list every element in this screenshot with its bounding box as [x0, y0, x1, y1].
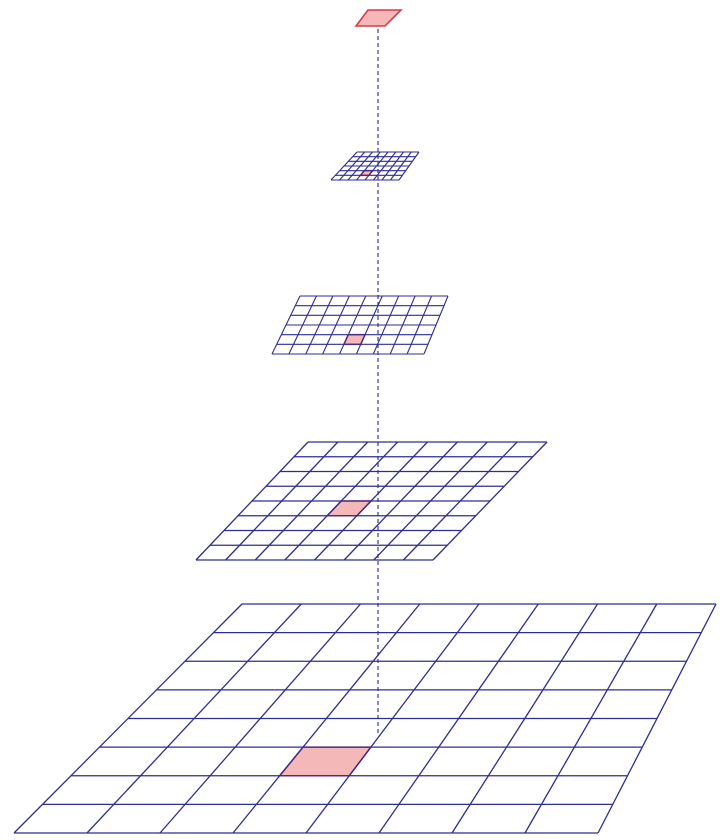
grid-col-line — [288, 295, 317, 355]
grid-col-line — [232, 603, 421, 834]
grid-col-line — [330, 151, 358, 181]
grid-lines — [13, 603, 717, 834]
grid-col-line — [389, 295, 416, 355]
grid-lines — [271, 295, 449, 355]
grid-col-line — [339, 151, 366, 181]
grid-col-line — [284, 441, 399, 561]
grid-layers — [13, 9, 717, 834]
grid-col-line — [86, 603, 302, 834]
layer-bottom — [13, 603, 717, 834]
grid-lines — [330, 151, 420, 181]
highlight-cell — [354, 9, 403, 27]
grid-col-line — [314, 441, 428, 561]
grid-col-line — [378, 603, 539, 834]
grid-col-line — [406, 295, 433, 355]
grid-col-line — [355, 295, 383, 355]
grid-col-line — [225, 441, 339, 561]
grid-col-line — [364, 151, 389, 181]
grid-col-line — [13, 603, 243, 834]
grid-col-line — [305, 295, 334, 355]
grid-col-line — [373, 151, 397, 181]
grid-col-line — [432, 441, 548, 561]
layer-level-3 — [271, 295, 449, 355]
grid-col-line — [356, 151, 381, 181]
grid-col-line — [254, 441, 369, 561]
grid-col-line — [372, 295, 400, 355]
grid-col-line — [402, 441, 518, 561]
layer-top — [354, 9, 403, 27]
layer-level-2 — [330, 151, 420, 181]
grid-col-line — [305, 603, 480, 834]
grid-col-line — [339, 295, 367, 355]
grid-col-line — [347, 151, 373, 181]
grid-col-line — [322, 295, 350, 355]
grid-col-line — [597, 603, 717, 834]
layer-level-4 — [195, 441, 548, 561]
grid-col-line — [271, 295, 301, 355]
grid-lines — [195, 441, 548, 561]
grid-col-line — [423, 295, 449, 355]
highlight-cell — [278, 746, 373, 777]
grid-col-line — [373, 441, 488, 561]
grid-col-line — [398, 151, 420, 181]
grid-col-line — [343, 441, 458, 561]
grid-col-line — [451, 603, 599, 834]
grid-col-line — [390, 151, 412, 181]
grid-col-line — [159, 603, 361, 834]
grid-col-line — [381, 151, 404, 181]
grid-col-line — [195, 441, 309, 561]
grid-col-line — [524, 603, 658, 834]
